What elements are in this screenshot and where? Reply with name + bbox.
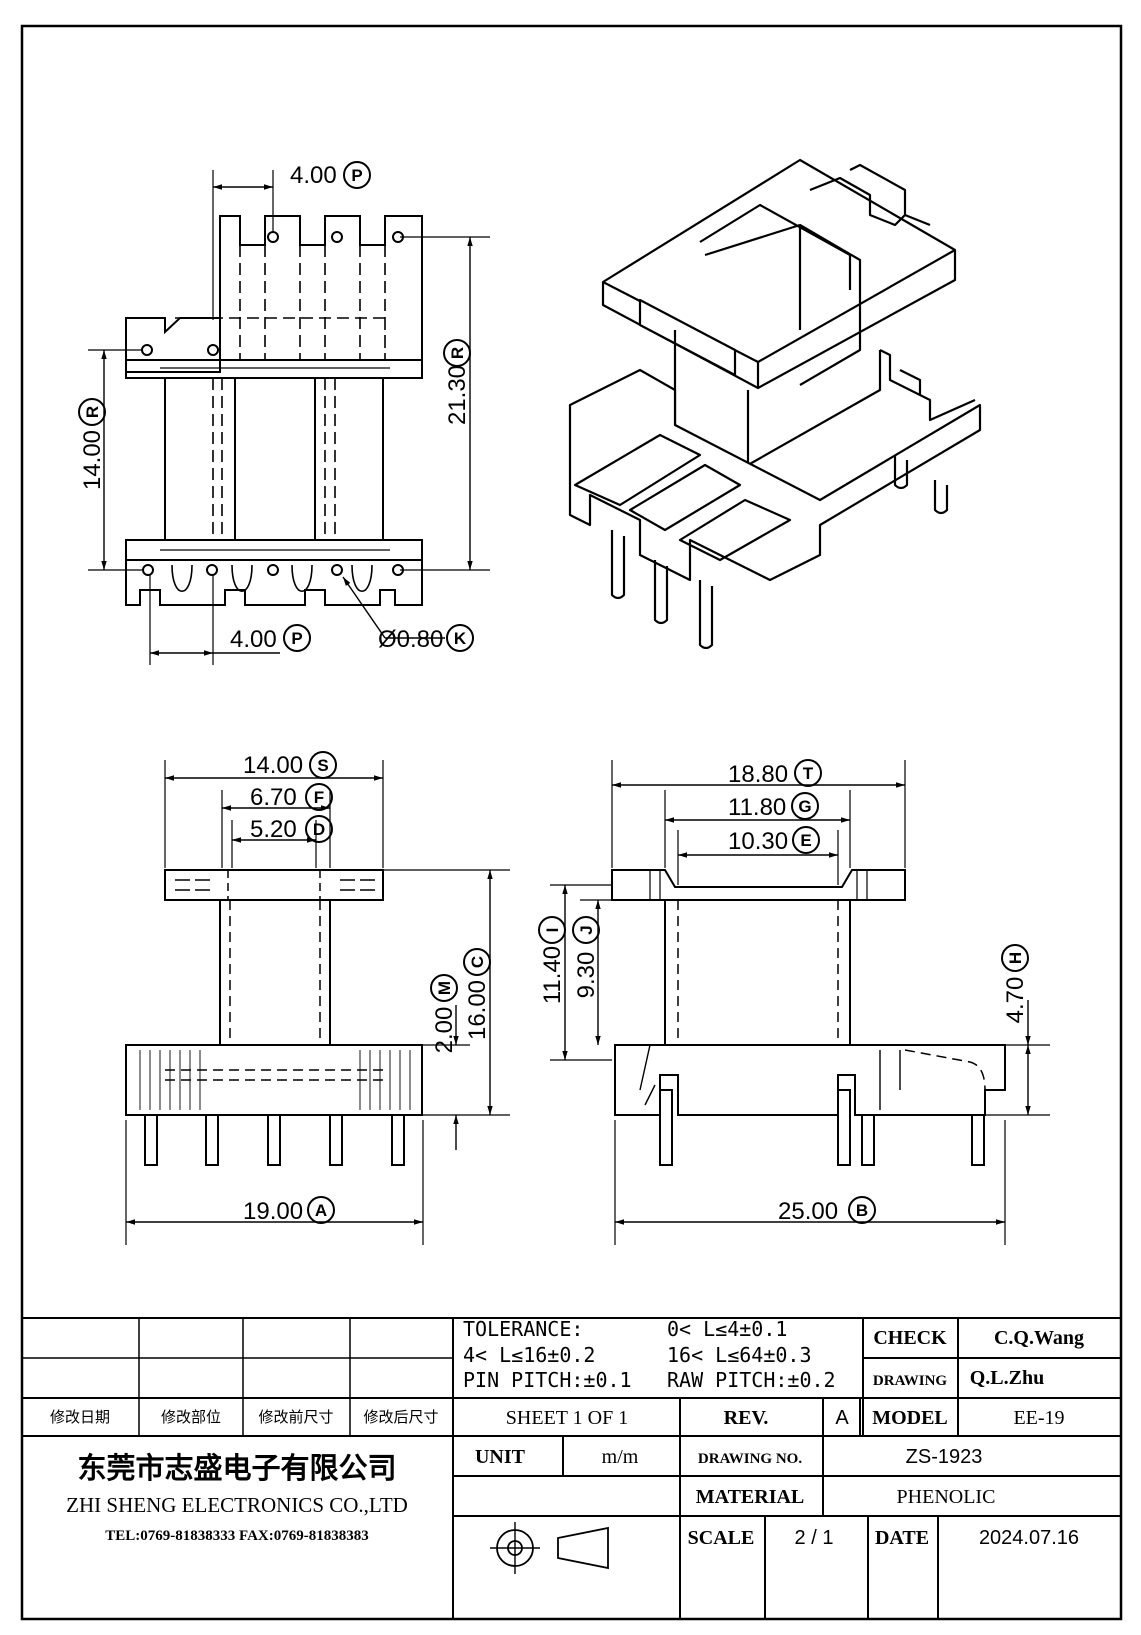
revision-header: 修改前尺寸 <box>258 1409 333 1426</box>
rev-label: REV. <box>724 1407 769 1429</box>
dim-label: 4.00 <box>230 626 277 653</box>
dim-ref: B <box>856 1201 868 1220</box>
rev-value: A <box>835 1407 849 1429</box>
dim-top-p-bottom: 4.00 P <box>230 624 311 653</box>
dim-front-c: 16.00 C <box>463 948 491 1040</box>
dim-ref: D <box>313 820 325 839</box>
tolerance-line: 16< L≤64±0.3 <box>667 1343 812 1367</box>
top-view <box>88 170 490 665</box>
revision-header: 修改日期 <box>50 1409 110 1426</box>
check-label: CHECK <box>873 1327 947 1349</box>
dim-top-p: 4.00 P <box>290 161 371 189</box>
front-view <box>125 760 510 1245</box>
dim-ref: A <box>315 1201 327 1220</box>
dim-label: 18.80 <box>728 761 788 788</box>
dim-ref: I <box>543 928 562 933</box>
dim-side-j: 9.30 J <box>572 916 600 999</box>
revision-header: 修改部位 <box>161 1409 221 1426</box>
dim-ref: R <box>448 347 467 359</box>
dim-ref: G <box>798 797 811 816</box>
tolerance-title: TOLERANCE: <box>463 1317 583 1341</box>
tolerance-line: 4< L≤16±0.2 <box>463 1343 595 1367</box>
dim-ref: T <box>803 764 814 783</box>
dim-side-i: 11.40 I <box>538 916 566 1004</box>
model-value: EE-19 <box>1013 1407 1064 1429</box>
dim-label: 14.00 <box>79 430 106 490</box>
dim-label: 11.40 <box>539 946 566 1004</box>
dim-side-e: 10.30 E <box>728 826 820 855</box>
dim-label: 11.80 <box>728 794 786 821</box>
dim-ref: R <box>83 406 102 418</box>
dim-label: 4.70 <box>1002 977 1029 1024</box>
tolerance-line: RAW PITCH:±0.2 <box>667 1368 836 1392</box>
dim-ref: S <box>317 756 328 775</box>
dim-label: 4.00 <box>290 162 337 189</box>
side-view <box>550 760 1050 1245</box>
dim-label: 25.00 <box>778 1198 838 1225</box>
drawing-border <box>20 24 1123 1621</box>
dim-side-b: 25.00 B <box>778 1196 876 1225</box>
dim-front-a: 19.00 A <box>243 1196 335 1225</box>
dim-label: 16.00 <box>464 980 491 1040</box>
company-name-cn: 东莞市志盛电子有限公司 <box>77 1451 396 1485</box>
dim-ref: K <box>454 629 467 648</box>
dim-top-pin-diameter: Ø0.80 K <box>378 624 474 653</box>
dim-top-r-pitch: 14.00 R <box>78 398 106 490</box>
unit-value: m/m <box>602 1446 639 1468</box>
sheet-number: SHEET 1 OF 1 <box>506 1407 628 1429</box>
dim-label: 2.00 <box>431 1007 458 1054</box>
dim-front-m: 2.00 M <box>430 974 458 1054</box>
date-value: 2024.07.16 <box>979 1527 1079 1549</box>
isometric-view <box>568 158 982 650</box>
tolerance-line: PIN PITCH:±0.1 <box>463 1368 632 1392</box>
unit-label: UNIT <box>475 1446 526 1468</box>
dim-top-r-total: 21.30 R <box>443 339 471 425</box>
tolerance-line: 0< L≤4±0.1 <box>667 1317 787 1341</box>
dim-front-f: 6.70 F <box>250 783 333 811</box>
dim-label: 21.30 <box>444 365 471 425</box>
dim-ref: E <box>800 831 811 850</box>
dim-ref: F <box>314 788 324 807</box>
drawing-no-value: ZS-1923 <box>906 1446 983 1468</box>
drawing-no-label: DRAWING NO. <box>698 1451 802 1467</box>
material-value: PHENOLIC <box>897 1486 996 1508</box>
dim-ref: C <box>468 956 487 968</box>
dim-label: 14.00 <box>243 752 303 779</box>
material-label: MATERIAL <box>696 1486 805 1508</box>
title-block <box>22 1317 1121 1619</box>
dim-ref: P <box>291 629 302 648</box>
dim-label: 5.20 <box>250 816 297 843</box>
check-value: C.Q.Wang <box>994 1327 1084 1349</box>
company-name-en: ZHI SHENG ELECTRONICS CO.,LTD <box>66 1493 408 1517</box>
dim-front-s: 14.00 S <box>243 751 337 779</box>
dim-side-t: 18.80 T <box>728 759 822 788</box>
dim-label: Ø0.80 <box>378 626 443 653</box>
dim-ref: M <box>435 981 454 995</box>
scale-label: SCALE <box>688 1527 755 1549</box>
dim-ref: H <box>1006 952 1025 964</box>
dim-side-h: 4.70 H <box>1001 944 1029 1024</box>
drawing-label: DRAWING <box>873 1373 948 1389</box>
dim-side-g: 11.80 G <box>728 792 819 821</box>
dim-label: 19.00 <box>243 1198 303 1225</box>
drawing-value: Q.L.Zhu <box>970 1367 1044 1389</box>
model-label: MODEL <box>872 1407 948 1429</box>
company-contact: TEL:0769-81838333 FAX:0769-81838383 <box>105 1528 368 1544</box>
date-label: DATE <box>875 1527 929 1549</box>
tolerance-block: TOLERANCE: 0< L≤4±0.1 4< L≤16±0.2 16< L≤… <box>463 1317 836 1392</box>
dim-label: 10.30 <box>728 828 788 855</box>
dim-label: 9.30 <box>573 952 600 999</box>
dim-ref: J <box>577 925 596 934</box>
revision-header: 修改后尺寸 <box>363 1409 438 1426</box>
dim-label: 6.70 <box>250 784 297 811</box>
dim-ref: P <box>351 166 362 185</box>
scale-value: 2 / 1 <box>795 1527 834 1549</box>
dim-front-d: 5.20 D <box>250 815 333 843</box>
